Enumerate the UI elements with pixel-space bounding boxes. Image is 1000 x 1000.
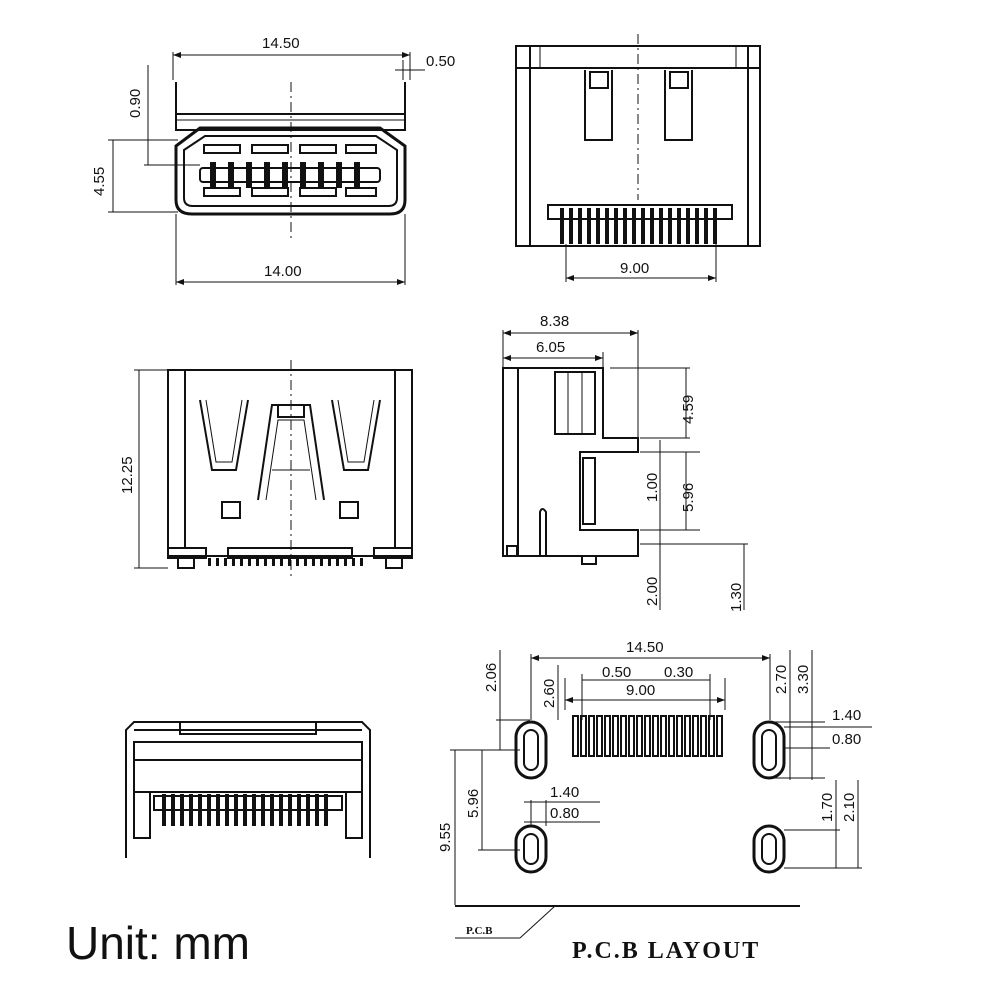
dim-leg-a: 2.00: [644, 577, 661, 606]
dim-slot-length-bottom: 1.40: [550, 784, 579, 801]
pcb-pads: [572, 715, 723, 757]
pcb-slot-top-right: [752, 720, 786, 780]
pcb-label: P.C.B: [466, 925, 493, 937]
top-pins: [208, 558, 363, 566]
dim-inner-depth: 6.05: [536, 339, 565, 356]
dim-upper-height: 4.59: [680, 395, 697, 424]
pcb-slot-bottom-right: [752, 824, 786, 874]
dim-slot-length-top: 1.40: [832, 707, 861, 724]
dim-left-offset-b: 2.60: [541, 679, 558, 708]
pcb-layout-title: P.C.B LAYOUT: [572, 938, 760, 964]
dim-pin-offset: 0.50: [426, 53, 455, 70]
dim-bottom-width: 14.00: [264, 263, 302, 280]
dim-left-offset-a: 2.06: [483, 663, 500, 692]
bottom-pins: [162, 794, 328, 826]
dim-slot-h-a: 1.70: [819, 793, 836, 822]
dim-slot-width-top: 0.80: [832, 731, 861, 748]
dim-length: 12.25: [119, 456, 136, 494]
dim-row-spacing: 5.96: [465, 789, 482, 818]
dim-right-offset-a: 2.70: [773, 665, 790, 694]
side-view: 8.38 6.05 4.59 1.00 5.96 2.00 1.30: [502, 313, 748, 612]
dim-right-offset-b: 3.30: [795, 665, 812, 694]
pcb-slot-top-left: [514, 720, 548, 780]
dim-pcb-width: 14.50: [626, 639, 664, 656]
dim-lower-height: 5.96: [680, 483, 697, 512]
pcb-layout: 14.50 0.50 0.30 9.00: [437, 639, 872, 964]
dim-gap: 1.00: [644, 473, 661, 502]
dim-pad-width: 0.30: [664, 664, 693, 681]
dim-pitch: 0.50: [602, 664, 631, 681]
dim-pcb-pin-span: 9.00: [626, 682, 655, 699]
dim-tolerance: 0.90: [127, 89, 144, 118]
rear-view: 9.00: [515, 34, 761, 282]
bottom-view: [125, 721, 371, 858]
front-view: 14.50 0.50 0.90 4.55: [91, 35, 455, 285]
dim-height: 4.55: [91, 167, 108, 196]
dim-overall-depth: 8.38: [540, 313, 569, 330]
dim-pcb-height: 9.55: [437, 823, 454, 852]
dim-slot-h-b: 2.10: [841, 793, 858, 822]
dim-top-width: 14.50: [262, 35, 300, 52]
rear-pins: [560, 208, 717, 244]
dim-rear-pin-span: 9.00: [620, 260, 649, 277]
dim-slot-width-bottom: 0.80: [550, 805, 579, 822]
dim-leg-b: 1.30: [728, 583, 745, 612]
front-contacts: [210, 162, 360, 188]
pcb-slot-bottom-left: [514, 824, 548, 874]
top-view: 12.25: [119, 360, 413, 580]
unit-label: Unit: mm: [66, 917, 250, 969]
